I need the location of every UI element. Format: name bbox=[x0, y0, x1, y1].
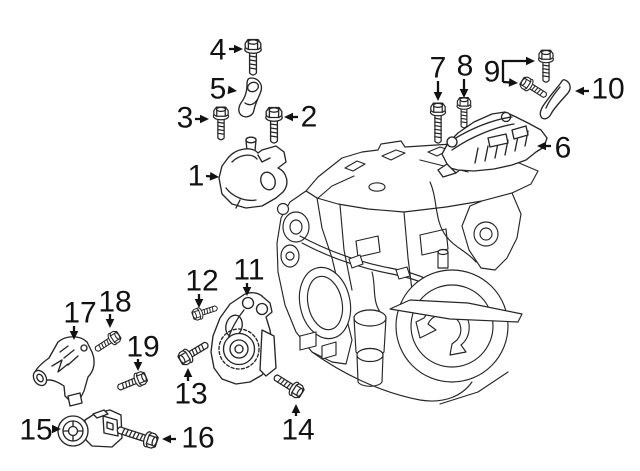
callout-10: 10 bbox=[575, 73, 625, 106]
callout-19-label[interactable]: 19 bbox=[126, 331, 159, 364]
callout-12: 12 bbox=[185, 265, 219, 308]
part-1-engine-mount bbox=[218, 136, 288, 209]
callout-19: 19 bbox=[126, 331, 160, 371]
callout-11: 11 bbox=[233, 254, 265, 296]
callout-11-arrowhead-icon bbox=[242, 287, 252, 296]
part-18-bolt bbox=[91, 328, 123, 356]
part-7-bolt bbox=[429, 102, 447, 144]
engine-assembly-illustration bbox=[276, 140, 539, 405]
callout-17: 17 bbox=[63, 297, 97, 340]
callout-9-label[interactable]: 9 bbox=[484, 56, 501, 89]
part-13-bolt bbox=[175, 337, 213, 368]
part-11-mount-bracket bbox=[210, 292, 277, 385]
callout-9-arrow-line bbox=[501, 59, 528, 82]
part-9-bolt-upper bbox=[538, 49, 554, 83]
callout-7-label[interactable]: 7 bbox=[430, 52, 447, 85]
callout-4-label[interactable]: 4 bbox=[210, 34, 227, 67]
callout-14-arrowhead-icon bbox=[291, 404, 301, 413]
callout-2: 2 bbox=[284, 101, 317, 134]
callout-18-label[interactable]: 18 bbox=[98, 286, 131, 319]
part-6-transmission-mount bbox=[437, 111, 548, 178]
callout-1-label[interactable]: 1 bbox=[188, 160, 205, 193]
callout-3-arrowhead-icon bbox=[200, 114, 209, 124]
callout-5-arrowhead-icon bbox=[227, 85, 237, 95]
callout-6-arrowhead-icon bbox=[537, 141, 546, 151]
callout-14-label[interactable]: 14 bbox=[281, 414, 314, 447]
callout-16-arrowhead-icon bbox=[162, 434, 171, 444]
callout-14: 14 bbox=[281, 404, 315, 447]
callout-15-label[interactable]: 15 bbox=[19, 414, 52, 447]
callout-9-arrowhead-icon bbox=[526, 56, 535, 66]
callout-16-label[interactable]: 16 bbox=[181, 422, 214, 455]
callout-6-label[interactable]: 6 bbox=[555, 132, 572, 165]
callout-17-arrowhead-icon bbox=[69, 331, 79, 340]
callout-8-arrowhead-icon bbox=[459, 89, 469, 98]
callout-10-arrowhead-icon bbox=[575, 86, 584, 96]
callout-15-arrowhead-icon bbox=[52, 424, 61, 434]
callout-1: 1 bbox=[188, 160, 219, 193]
part-4-bolt bbox=[244, 38, 262, 76]
part-5-bracket bbox=[238, 77, 263, 118]
callout-13: 13 bbox=[174, 368, 208, 411]
callout-12-arrowhead-icon bbox=[194, 299, 204, 308]
callout-2-arrowhead-icon bbox=[284, 112, 293, 122]
callout-12-label[interactable]: 12 bbox=[185, 265, 218, 298]
callout-3-label[interactable]: 3 bbox=[177, 102, 194, 135]
part-19-bolt bbox=[114, 369, 150, 395]
callout-3: 3 bbox=[177, 102, 209, 135]
callout-6: 6 bbox=[537, 132, 571, 165]
callout-2-label[interactable]: 2 bbox=[301, 101, 318, 134]
callout-19-arrowhead-icon bbox=[133, 362, 143, 371]
part-2-bolt bbox=[265, 106, 283, 144]
callout-15: 15 bbox=[19, 414, 61, 447]
callout-4-arrowhead-icon bbox=[234, 44, 243, 54]
callout-8-label[interactable]: 8 bbox=[457, 50, 474, 83]
part-17-bracket bbox=[32, 336, 95, 407]
callout-7-arrowhead-icon bbox=[433, 92, 443, 101]
part-12-bolt bbox=[190, 301, 220, 322]
callout-9: 9 bbox=[484, 56, 535, 89]
callout-5: 5 bbox=[210, 73, 237, 106]
part-8-bolt bbox=[456, 97, 472, 129]
callout-8: 8 bbox=[457, 50, 474, 98]
callout-7: 7 bbox=[430, 52, 447, 101]
callout-18-arrowhead-icon bbox=[105, 319, 115, 328]
callout-17-label[interactable]: 17 bbox=[63, 297, 96, 330]
callout-18: 18 bbox=[98, 286, 132, 328]
part-15-bushing-mount bbox=[57, 409, 123, 448]
callout-16: 16 bbox=[162, 422, 215, 455]
callout-5-label[interactable]: 5 bbox=[210, 73, 227, 106]
callout-9-arrowhead-icon bbox=[508, 78, 518, 87]
callout-4: 4 bbox=[210, 34, 243, 67]
callout-1-arrowhead-icon bbox=[209, 172, 219, 181]
callout-13-label[interactable]: 13 bbox=[174, 378, 207, 411]
part-10-curved-bracket bbox=[539, 79, 571, 120]
callout-10-label[interactable]: 10 bbox=[591, 73, 624, 106]
callout-11-label[interactable]: 11 bbox=[233, 254, 264, 287]
callout-13-arrowhead-icon bbox=[183, 368, 193, 377]
part-3-bolt bbox=[212, 106, 230, 141]
part-14-bolt bbox=[270, 369, 307, 401]
